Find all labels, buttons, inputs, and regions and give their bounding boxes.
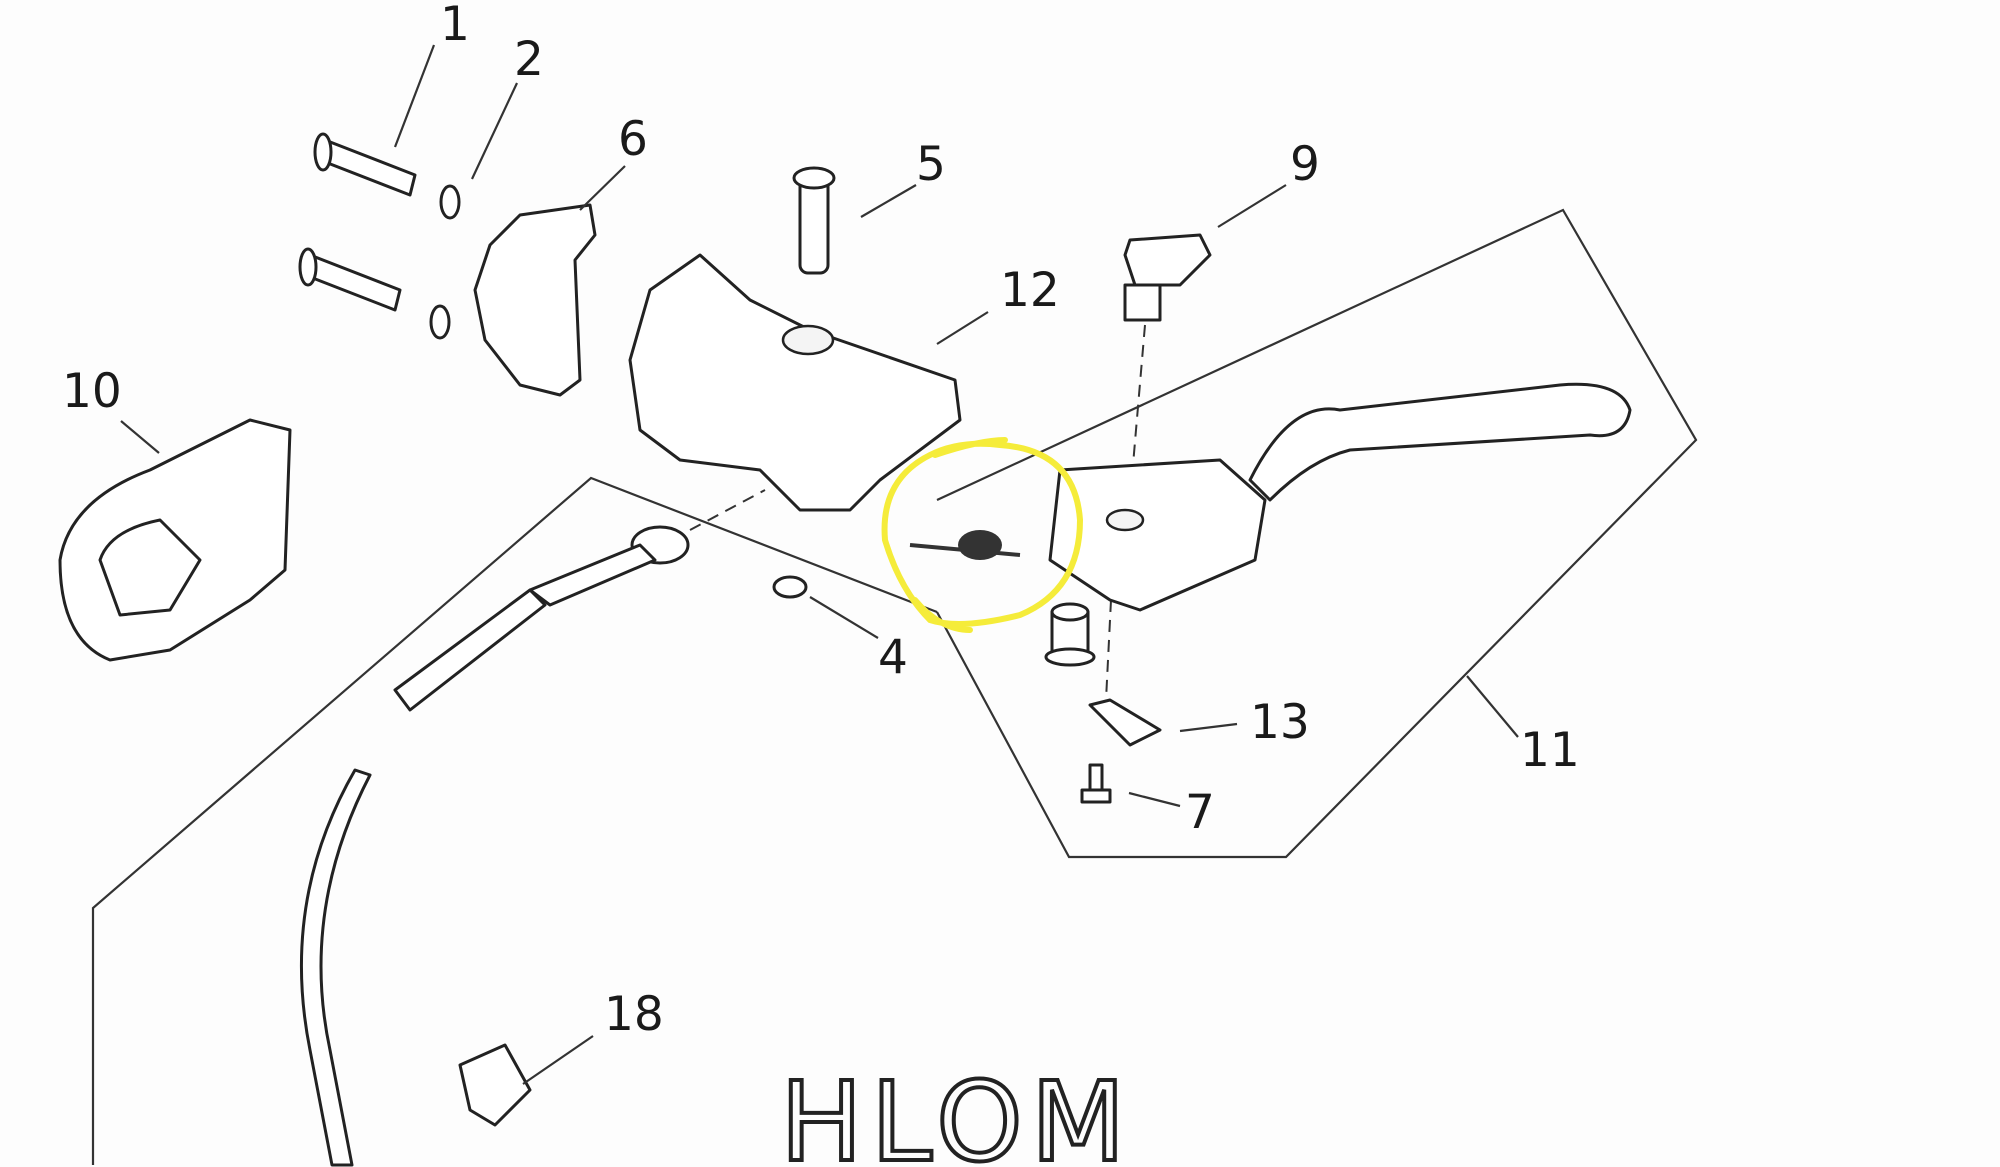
assembly-axis-line xyxy=(689,489,766,531)
part-11-lever xyxy=(1048,382,1632,612)
label-part-13: 13 xyxy=(1250,695,1310,750)
part-12-master-cylinder-housing xyxy=(628,253,962,512)
watermark-text: HLOM xyxy=(780,1058,1134,1167)
label-part-10: 10 xyxy=(62,364,122,419)
label-part-9: 9 xyxy=(1290,137,1320,192)
reservoir-port xyxy=(781,324,835,356)
hose xyxy=(299,768,372,1167)
assembly-axis-line xyxy=(1104,579,1113,721)
part-4-washer xyxy=(772,575,808,599)
part-5-pin xyxy=(792,166,836,275)
part-6-bracket xyxy=(473,203,597,397)
label-part-12: 12 xyxy=(1000,263,1060,318)
label-part-1: 1 xyxy=(440,0,470,52)
label-part-11: 11 xyxy=(1520,723,1580,778)
leader-lines xyxy=(120,44,1519,1085)
label-part-6: 6 xyxy=(618,112,648,167)
label-part-2: 2 xyxy=(514,32,544,87)
part-cable-fitting xyxy=(393,525,690,712)
highlight-circle xyxy=(881,437,1084,633)
part-1-pin xyxy=(298,132,417,312)
label-part-5: 5 xyxy=(916,137,946,192)
part-13-plate xyxy=(1088,698,1162,747)
part-18-clip xyxy=(458,1043,532,1127)
part-7-screw xyxy=(1080,763,1112,804)
part-10-clamp xyxy=(58,418,292,662)
spring-part xyxy=(909,530,1021,560)
group-11-outline xyxy=(936,208,1698,859)
hose-group-outline xyxy=(91,476,938,1165)
part-2-washer xyxy=(429,184,461,340)
part-9-cap xyxy=(1123,233,1212,322)
label-part-4: 4 xyxy=(878,630,908,685)
bushing xyxy=(1044,602,1096,667)
label-part-7: 7 xyxy=(1185,785,1215,840)
label-part-18: 18 xyxy=(604,987,664,1042)
